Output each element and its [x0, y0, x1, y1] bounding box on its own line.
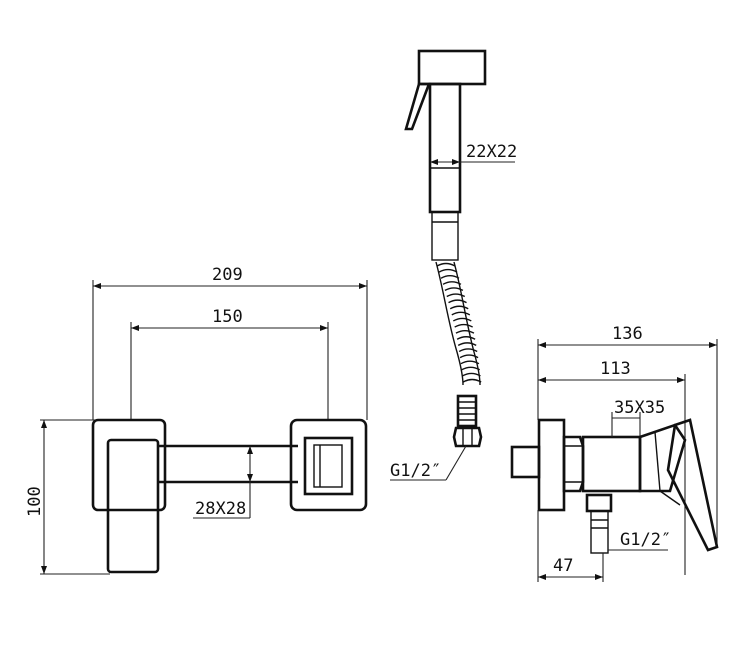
- dim-outlet-offset: 47: [553, 556, 573, 576]
- dim-overall-width: 209: [212, 265, 243, 285]
- front-view-bracket: 209 150 100 28X28: [25, 265, 368, 575]
- hose-ribs: [436, 262, 482, 383]
- dim-body-depth: 113: [600, 359, 631, 379]
- dim-height: 100: [25, 486, 45, 517]
- dim-hose-thread: G1/2″: [390, 461, 441, 481]
- handheld-sprayer-view: 22X22 G1/2″: [390, 49, 517, 481]
- side-view-mixer: 136 113 35X35 G1/2″: [510, 324, 719, 582]
- dim-bar-section: 28X28: [195, 499, 246, 519]
- dim-handle-section: 22X22: [466, 142, 517, 162]
- dim-body-section: 35X35: [614, 398, 665, 418]
- dim-outlet-thread: G1/2″: [620, 530, 671, 550]
- dim-overall-depth: 136: [612, 324, 643, 344]
- dim-center-distance: 150: [212, 307, 243, 327]
